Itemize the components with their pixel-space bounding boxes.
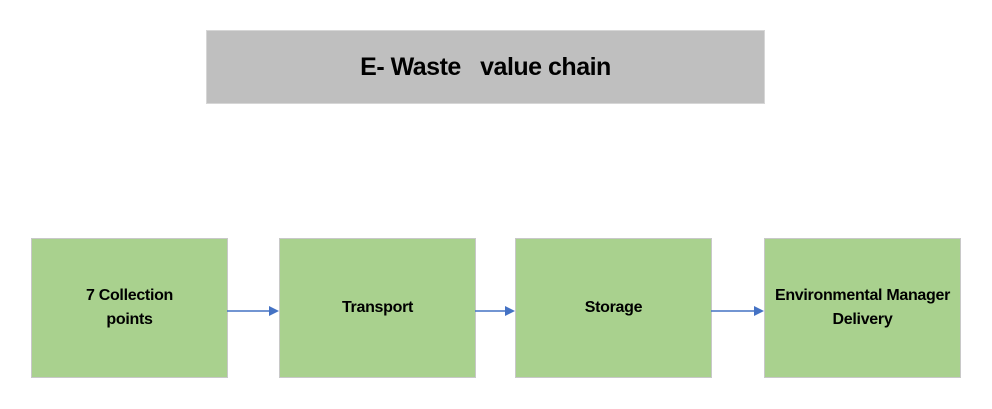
step-transport: Transport [279, 238, 476, 378]
step-label: 7 Collection points [85, 287, 174, 328]
step-environmental-manager-delivery: Environmental Manager Delivery [764, 238, 961, 378]
arrow-icon [227, 306, 279, 316]
step-label: Transport [341, 299, 414, 316]
diagram-title: E- Waste value chain [360, 52, 611, 81]
step-label: Storage [584, 299, 643, 316]
step-label: Environmental Manager Delivery [774, 287, 951, 328]
arrow-icon [475, 306, 515, 316]
step-collection-points: 7 Collection points [31, 238, 228, 378]
step-storage: Storage [515, 238, 712, 378]
title-box: E- Waste value chain [206, 30, 765, 104]
arrow-icon [711, 306, 764, 316]
